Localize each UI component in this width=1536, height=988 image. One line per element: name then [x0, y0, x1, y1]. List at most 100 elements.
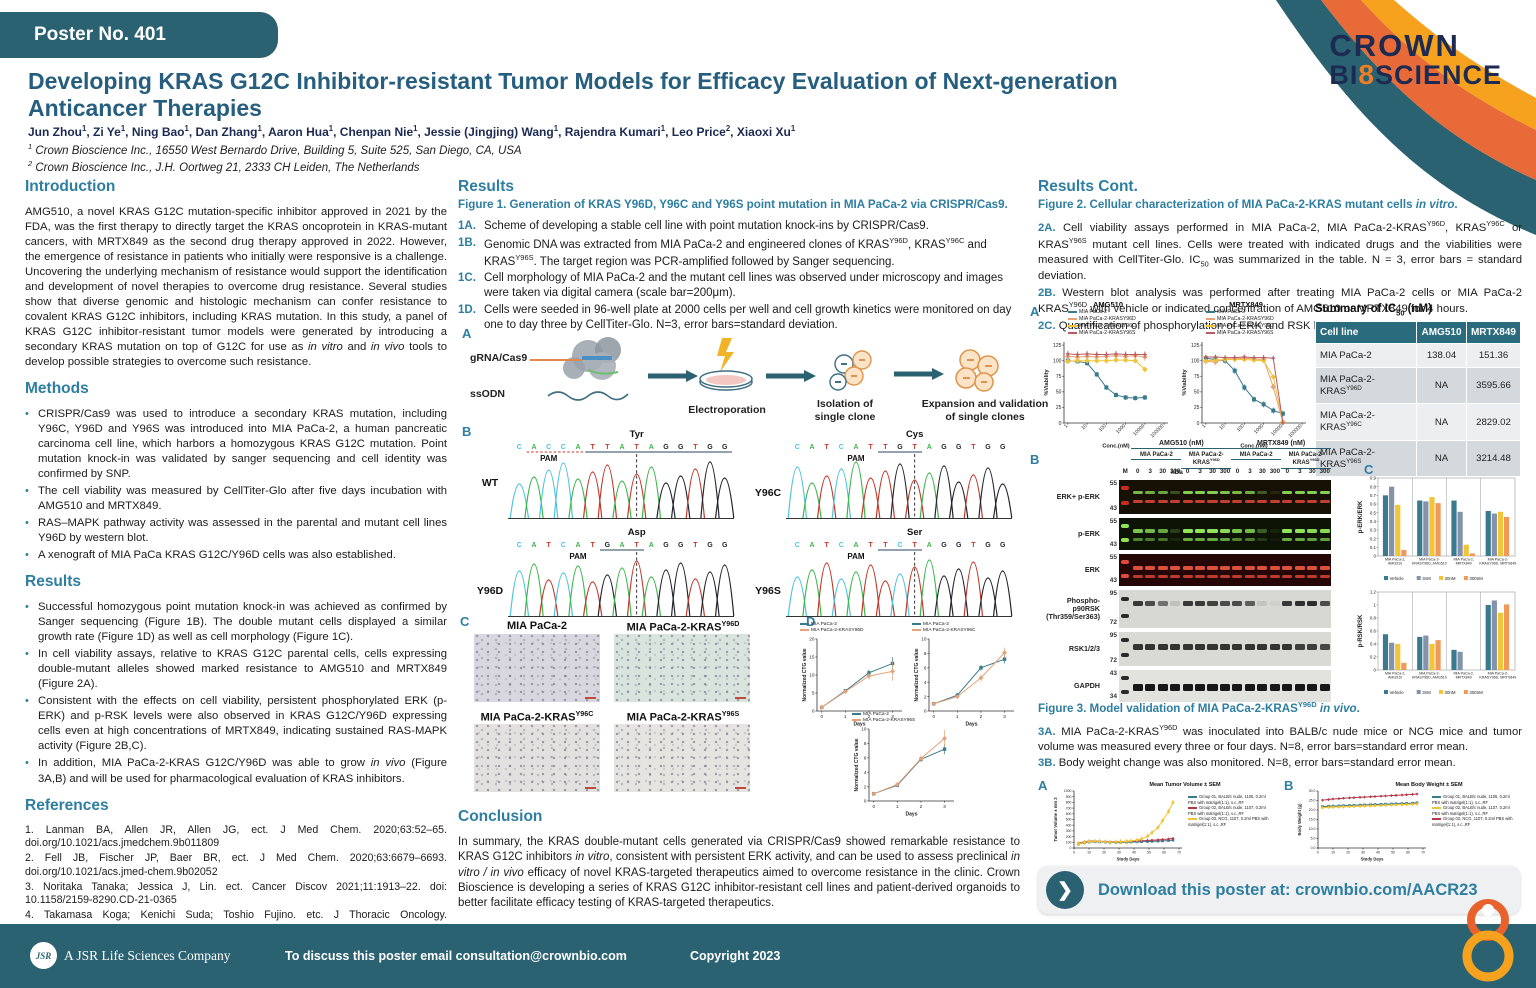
panel-2c-label: C — [1364, 462, 1374, 477]
panel-3b-label: B — [1284, 778, 1294, 793]
svg-text:3nM: 3nM — [1422, 690, 1431, 695]
svg-text:15.0: 15.0 — [1309, 818, 1316, 822]
table-cell: MIA PaCa-2 — [1314, 343, 1418, 369]
svg-text:40: 40 — [1376, 851, 1380, 855]
chart-legend: Group 01, BALB/c nude, 1106, 0.2ml PBS w… — [1188, 794, 1269, 827]
svg-text:C: C — [795, 542, 800, 549]
svg-text:10000: 10000 — [1270, 423, 1284, 437]
svg-text:MIA PaCa-2-: MIA PaCa-2- — [1419, 558, 1440, 562]
svg-text:0.9: 0.9 — [1370, 476, 1377, 481]
svg-text:25: 25 — [1194, 405, 1200, 411]
svg-text:Days: Days — [906, 811, 918, 817]
svg-text:10: 10 — [1080, 423, 1088, 431]
table-cell: NA — [1416, 403, 1467, 441]
svg-text:60: 60 — [1162, 851, 1166, 855]
figure3b-text: 3B. Body weight change was also monitore… — [1038, 756, 1456, 769]
svg-text:5.0: 5.0 — [1311, 837, 1316, 841]
table-header-cell: Cell line — [1314, 321, 1418, 345]
download-link-text[interactable]: Download this poster at: crownbio.com/AA… — [1098, 880, 1478, 899]
svg-text:25.0: 25.0 — [1309, 799, 1316, 803]
svg-text:T: T — [693, 444, 698, 451]
results-heading-middle: Results — [458, 178, 514, 195]
methods-heading: Methods — [25, 380, 89, 398]
svg-text:10: 10 — [861, 727, 867, 732]
svg-text:MIA PaCa-2,: MIA PaCa-2, — [1453, 558, 1473, 562]
svg-text:0.6: 0.6 — [1370, 502, 1377, 507]
figure3a-text: 3A. MIA PaCa-2-KRASY96D was inoculated i… — [1038, 722, 1522, 753]
svg-text:G: G — [1000, 444, 1006, 451]
svg-text:A: A — [927, 444, 932, 451]
svg-text:0: 0 — [1070, 846, 1072, 850]
panel-2a-label: A — [1030, 304, 1040, 319]
svg-text:1000: 1000 — [1064, 789, 1072, 793]
svg-text:Y96S: Y96S — [755, 585, 781, 597]
cas9-complex-icon — [530, 337, 621, 380]
svg-text:0: 0 — [1374, 668, 1377, 673]
svg-text:30nM: 30nM — [1445, 690, 1456, 695]
micrograph-y96c — [474, 724, 600, 792]
expanded-clones-icon — [955, 349, 999, 392]
figure3-section: Figure 3. Model validation of MIA PaCa-2… — [1038, 700, 1522, 781]
logo-eight-icon: 8 — [1358, 59, 1375, 90]
figure2b-text: 2B. Western blot analysis was performed … — [1038, 286, 1522, 316]
download-poster-bar[interactable]: ❯ Download this poster at: crownbio.com/… — [1038, 866, 1520, 914]
svg-text:Vehicle: Vehicle — [1390, 690, 1405, 695]
svg-text:100000: 100000 — [1288, 423, 1304, 439]
svg-text:1: 1 — [1201, 423, 1207, 429]
methods-bullet: A xenograft of MIA PaCa KRAS G12C/Y96D c… — [25, 548, 447, 563]
svg-text:30: 30 — [1117, 851, 1121, 855]
svg-text:100: 100 — [1098, 423, 1108, 433]
methods-bullet: The cell viability was measured by CellT… — [25, 484, 447, 514]
svg-text:G: G — [663, 542, 669, 549]
svg-text:Study Days: Study Days — [1117, 857, 1140, 862]
conclusion-heading: Conclusion — [458, 808, 543, 825]
svg-text:4: 4 — [924, 680, 927, 685]
ic50-table-title: Summary of IC50 (nM) — [1315, 303, 1432, 318]
svg-text:G: G — [707, 542, 713, 549]
svg-text:G: G — [941, 444, 947, 451]
svg-text:20: 20 — [1102, 851, 1106, 855]
isolation-label: Isolation of single clone — [814, 398, 876, 423]
svg-text:Normalized CTG value: Normalized CTG value — [802, 648, 808, 701]
panel-d-label: D — [806, 614, 816, 629]
svg-text:T: T — [869, 542, 874, 549]
svg-text:Asp: Asp — [628, 527, 646, 538]
svg-text:10: 10 — [921, 637, 927, 642]
contact-email-text[interactable]: To discuss this poster email consultatio… — [285, 949, 627, 963]
svg-text:p-RSK/RSK: p-RSK/RSK — [1358, 614, 1364, 647]
affiliation-1: 1 Crown Bioscience Inc., 16550 West Bern… — [28, 142, 522, 157]
svg-text:50: 50 — [1056, 390, 1062, 396]
svg-text:1: 1 — [1374, 603, 1377, 608]
chart-title: AMG510 — [1092, 300, 1123, 309]
poster-number-badge: Poster No. 401 — [0, 12, 278, 58]
conclusion-section: Conclusion In summary, the KRAS double-m… — [458, 808, 1020, 921]
svg-text:G: G — [985, 542, 991, 549]
svg-text:G: G — [1000, 542, 1006, 549]
svg-text:0.4: 0.4 — [1370, 519, 1377, 524]
svg-text:3: 3 — [943, 804, 946, 809]
svg-text:125: 125 — [1053, 343, 1062, 349]
reference-item: 3. Noritaka Tanaka; Jessica J, Lin. ect.… — [25, 880, 447, 907]
panel-c-label: C — [460, 614, 470, 629]
svg-text:25: 25 — [1056, 405, 1062, 411]
micrograph-label: MIA PaCa-2-KRASY96S — [626, 710, 740, 724]
svg-text:p-ERK/ERK: p-ERK/ERK — [1358, 500, 1364, 533]
reference-item: 2. Fell JB, Fischer JP, Baer BR, ect. J … — [25, 852, 447, 878]
svg-text:900: 900 — [1066, 795, 1072, 799]
figure1-item: 1A.Scheme of developing a stable cell li… — [458, 220, 929, 232]
svg-text:Normalized CTG value: Normalized CTG value — [914, 648, 920, 701]
crispr-scheme-figure — [530, 337, 999, 401]
